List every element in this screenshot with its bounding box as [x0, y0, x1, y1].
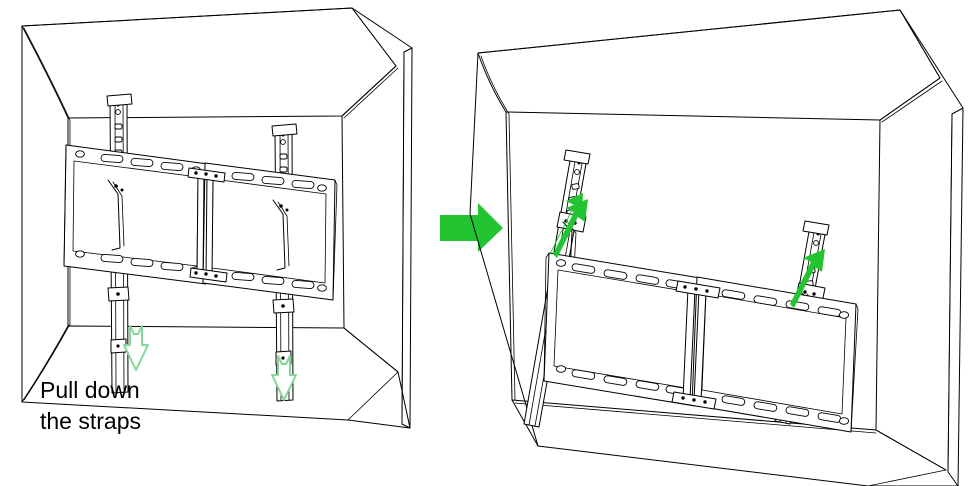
television-rear-panel-right	[469, 9, 964, 486]
wall-plate-bracket-right	[543, 252, 859, 433]
caption-line-1: Pull down	[40, 377, 140, 403]
bracket-center-joint	[187, 167, 228, 283]
pull-down-arrow-left	[123, 325, 149, 371]
lift-up-arrow-left	[550, 193, 588, 258]
bracket-center-joint-right	[671, 280, 721, 410]
television-rear-panel-left	[21, 7, 413, 429]
caption-line-2: the straps	[40, 408, 141, 434]
wall-plate-bracket-left	[63, 144, 338, 301]
lift-up-arrow-right	[790, 249, 825, 308]
pull-down-arrow-right	[271, 355, 297, 401]
